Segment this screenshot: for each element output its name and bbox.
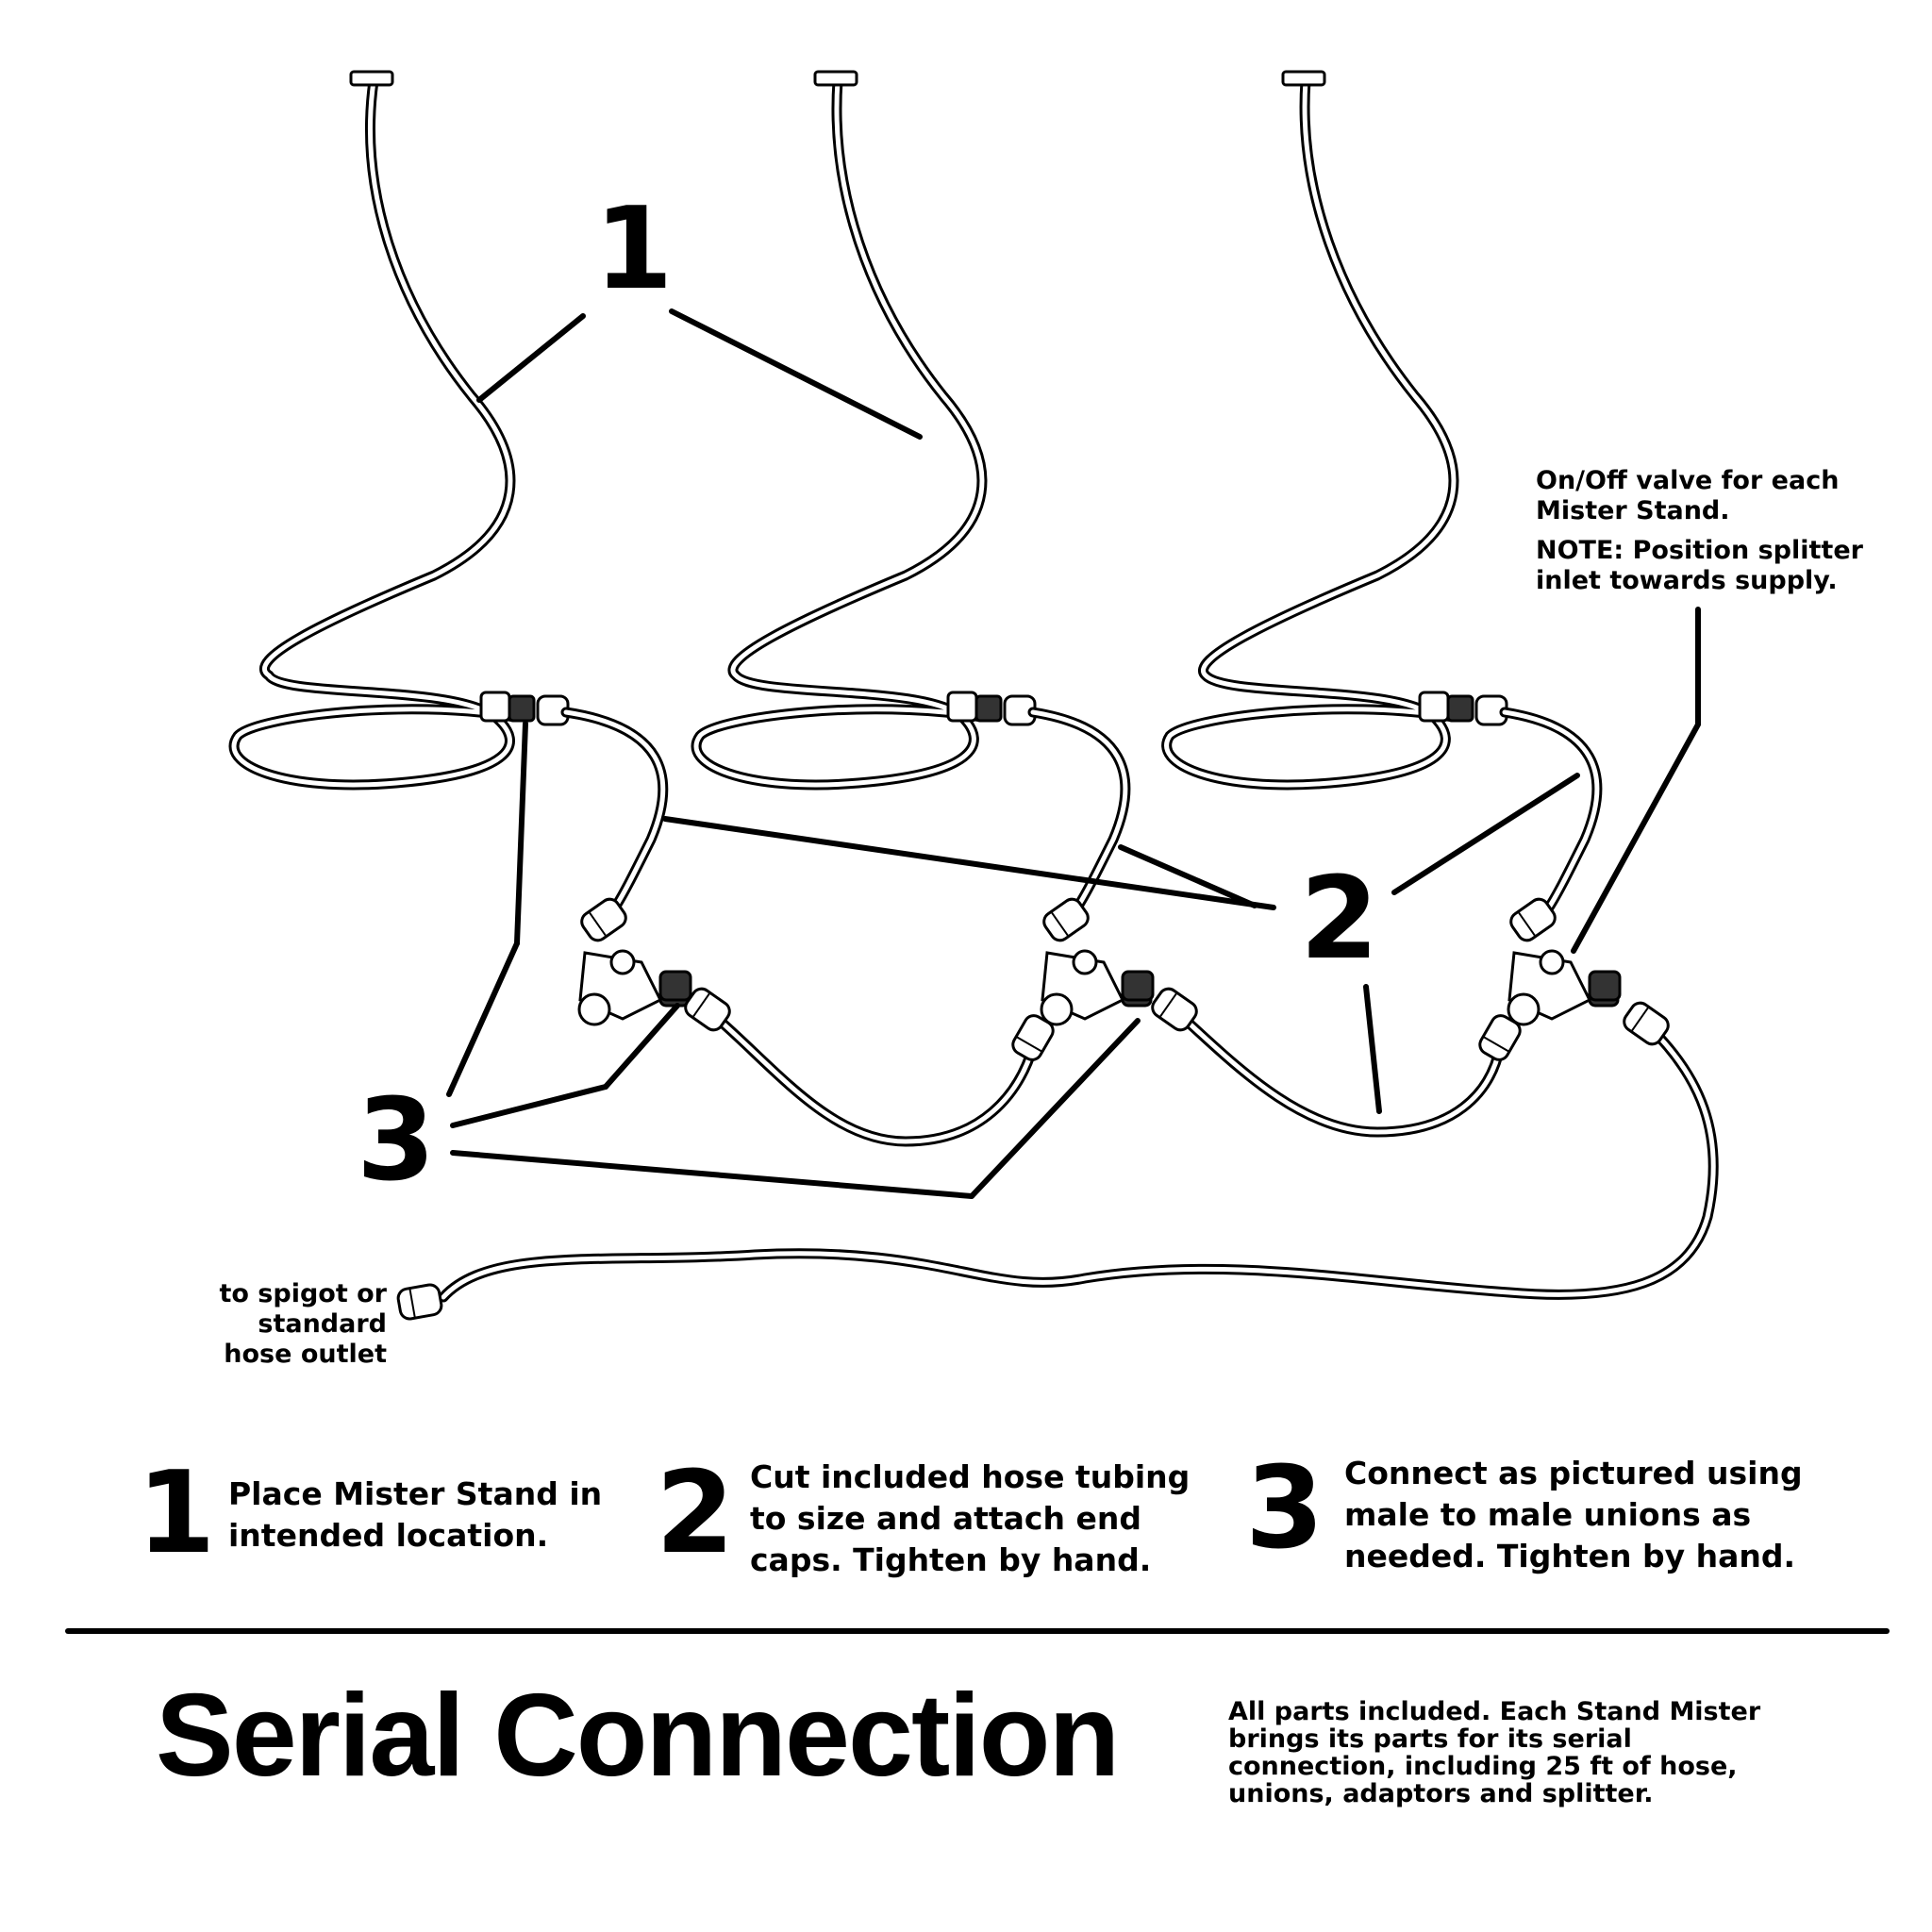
step-1-number: 1 — [137, 1448, 216, 1579]
male-union-icon — [479, 691, 1508, 726]
step-2-line3: caps. Tighten by hand. — [750, 1541, 1152, 1578]
step-3-line2: male to male unions as — [1344, 1496, 1752, 1533]
page-title: Serial Connection — [156, 1671, 1120, 1801]
spigot-note: to spigot or standard hose outlet — [99, 1279, 387, 1370]
callout-1: 1 — [594, 184, 674, 315]
splitter-note-line2: inlet towards supply. — [1536, 566, 1838, 595]
footnote-line2: brings its parts for its serial — [1228, 1724, 1632, 1754]
step-1-line1: Place Mister Stand in — [228, 1475, 603, 1512]
footnote-line1: All parts included. Each Stand Mister — [1228, 1697, 1761, 1726]
step-1-text: Place Mister Stand in intended location. — [228, 1474, 602, 1557]
connecting-hoses — [438, 1008, 1719, 1303]
step-2-line1: Cut included hose tubing — [750, 1458, 1191, 1495]
valve-note-line1: On/Off valve for each — [1536, 466, 1840, 495]
hose-end-cap-icon-row — [395, 983, 1674, 1323]
step-3-text: Connect as pictured using male to male u… — [1344, 1453, 1803, 1577]
hose-end-cap-icon — [576, 893, 1560, 946]
step-1-line2: intended location. — [228, 1517, 549, 1554]
union-dark-icon — [658, 970, 1622, 1002]
spigot-note-line1: to spigot or standard — [219, 1279, 387, 1339]
footnote-line3: connection, including 25 ft of hose, — [1228, 1752, 1738, 1781]
footnote-line4: unions, adaptors and splitter. — [1228, 1779, 1654, 1808]
leader-lines — [446, 308, 1701, 1199]
y-splitter-valve-icon — [577, 949, 1620, 1026]
valve-note-line2: Mister Stand. — [1536, 496, 1730, 525]
mister-stand-hose-1 — [228, 70, 520, 791]
footnote: All parts included. Each Stand Mister br… — [1228, 1698, 1760, 1807]
mister-stand-hose-2 — [691, 70, 988, 791]
step-3-number: 3 — [1245, 1443, 1324, 1574]
step-2-number: 2 — [656, 1448, 735, 1579]
spigot-note-line2: hose outlet — [224, 1340, 387, 1369]
splitter-feed-hoses — [560, 707, 1603, 916]
callout-3: 3 — [357, 1075, 436, 1207]
step-3-line3: needed. Tighten by hand. — [1344, 1538, 1796, 1574]
mister-stand-hose-3 — [1161, 70, 1459, 791]
splitter-note-line1: NOTE: Position splitter — [1536, 536, 1863, 565]
callout-2: 2 — [1300, 854, 1379, 985]
step-2-line2: to size and attach end — [750, 1500, 1141, 1537]
valve-note: On/Off valve for each Mister Stand. NOTE… — [1536, 466, 1863, 596]
step-3-line1: Connect as pictured using — [1344, 1455, 1803, 1491]
step-2-text: Cut included hose tubing to size and att… — [750, 1457, 1190, 1581]
